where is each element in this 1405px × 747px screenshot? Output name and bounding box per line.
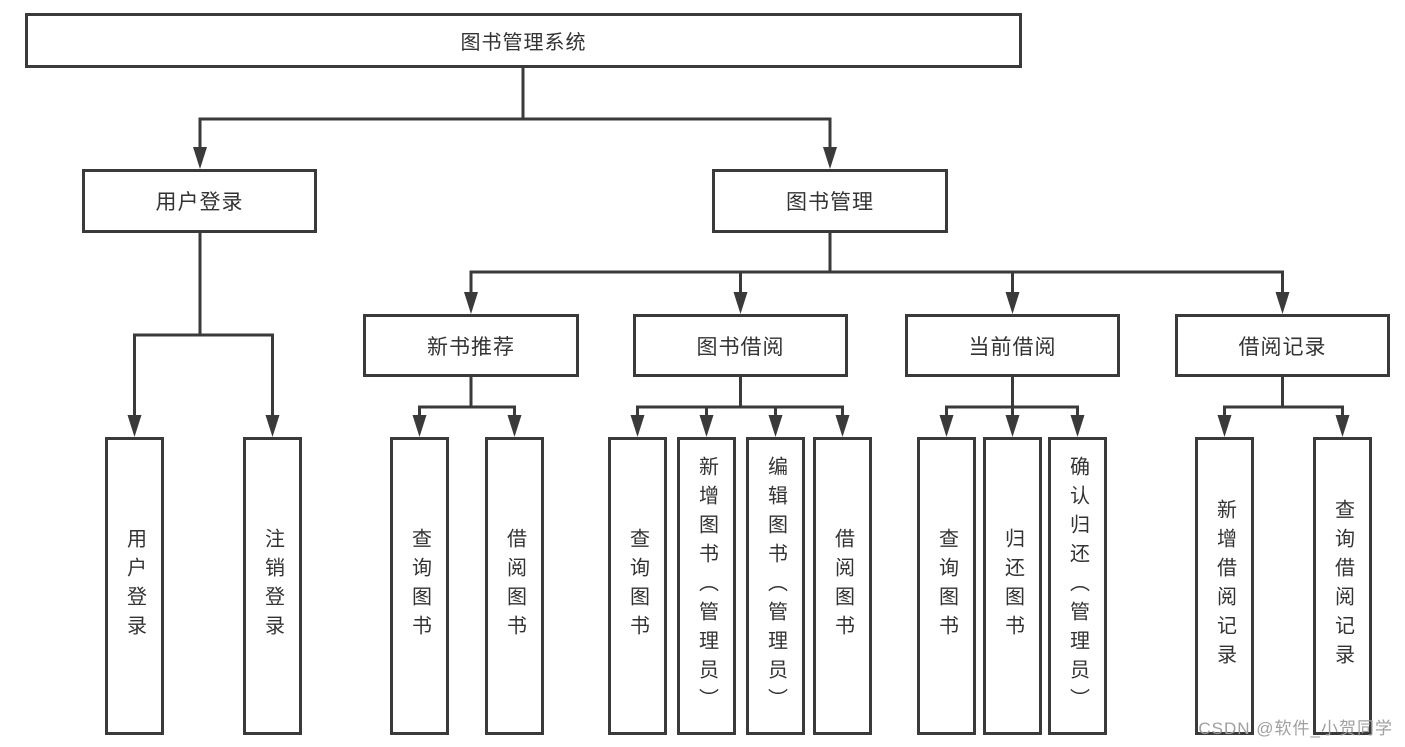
node-borrow-records: 借阅记录 — [1175, 314, 1390, 377]
node-label: 图书管理 — [786, 191, 874, 214]
leaf-label: 借阅图书 — [831, 528, 854, 644]
leaf-label: 借阅图书 — [503, 528, 526, 644]
connector-borrow-to-leaves — [630, 377, 850, 437]
leaf-label: 归还图书 — [1001, 528, 1024, 644]
leaf-return-books: 归还图书 — [983, 437, 1042, 735]
node-book-management: 图书管理 — [712, 169, 948, 233]
connector-records-to-leaves — [1217, 377, 1350, 437]
node-label: 用户登录 — [155, 191, 244, 214]
leaf-query-borrow-record: 查询借阅记录 — [1313, 437, 1372, 735]
leaf-label: 注销登录 — [261, 528, 284, 644]
connector-current-to-leaves — [939, 377, 1085, 437]
leaf-edit-books-admin: 编辑图书（管理员） — [746, 437, 805, 735]
leaf-add-books-admin: 新增图书（管理员） — [677, 437, 736, 735]
node-label: 新书推荐 — [427, 335, 515, 359]
leaf-label: 确认归还（管理员） — [1066, 455, 1089, 717]
leaf-query-books: 查询图书 — [608, 437, 667, 735]
leaf-label: 编辑图书（管理员） — [764, 455, 787, 717]
leaf-label: 新增图书（管理员） — [695, 455, 718, 717]
node-current-borrow: 当前借阅 — [905, 314, 1120, 377]
leaf-query-books: 查询图书 — [390, 437, 449, 735]
leaf-label: 查询借阅记录 — [1331, 499, 1354, 673]
leaf-label: 用户登录 — [123, 528, 146, 644]
node-label: 当前借阅 — [968, 335, 1057, 359]
leaf-query-books: 查询图书 — [917, 437, 976, 735]
node-label: 图书借阅 — [696, 335, 785, 359]
node-library-system: 图书管理系统 — [25, 13, 1022, 68]
leaf-logout: 注销登录 — [243, 437, 302, 735]
node-new-book-recommend: 新书推荐 — [363, 314, 579, 377]
node-label: 借阅记录 — [1238, 335, 1327, 359]
leaf-label: 查询图书 — [408, 528, 431, 644]
connector-user-login-to-leaves — [127, 233, 280, 437]
node-book-borrow: 图书借阅 — [633, 314, 848, 377]
connector-new-book-to-leaves — [412, 377, 522, 437]
leaf-label: 查询图书 — [626, 528, 649, 644]
node-label: 图书管理系统 — [460, 32, 587, 54]
connector-book-mgmt-to-level3 — [464, 233, 1290, 314]
leaf-borrow-books: 借阅图书 — [485, 437, 544, 735]
connector-root-to-level2 — [193, 68, 837, 169]
leaf-user-login: 用户登录 — [105, 437, 164, 735]
csdn-watermark: CSDN @软件_小贺同学 — [1198, 719, 1393, 738]
leaf-label: 查询图书 — [935, 528, 958, 644]
leaf-add-borrow-record: 新增借阅记录 — [1195, 437, 1254, 735]
leaf-borrow-books: 借阅图书 — [813, 437, 872, 735]
node-user-login: 用户登录 — [82, 169, 317, 233]
leaf-label: 新增借阅记录 — [1213, 499, 1236, 673]
leaf-confirm-return-admin: 确认归还（管理员） — [1048, 437, 1107, 735]
